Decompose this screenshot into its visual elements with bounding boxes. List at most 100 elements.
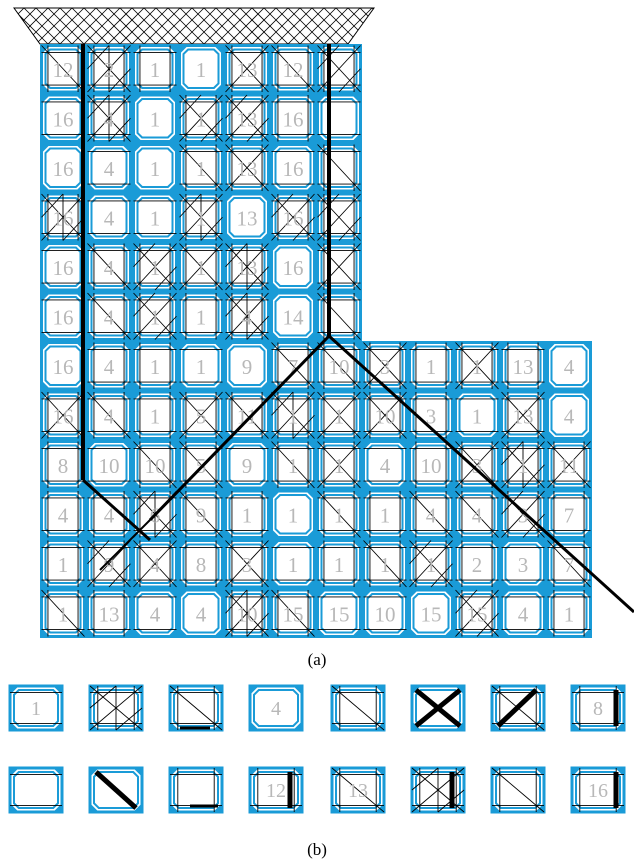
tile-number: 10 (99, 454, 120, 478)
tile-number: 4 (242, 305, 253, 329)
tile-number: 8 (58, 454, 69, 478)
grid-cell-r0-c2: 1 (134, 46, 177, 93)
grid-cell-r0-c4: 13 (226, 46, 269, 93)
tile-number: 1 (472, 355, 483, 379)
tile-number: 1 (196, 256, 207, 280)
tile-number: 15 (283, 602, 304, 626)
tile-number: 11 (237, 404, 257, 428)
grid-cell-r6-c8: 1 (410, 343, 453, 390)
grid-cell-r0-c5: 12 (272, 46, 315, 93)
grid-cell-r9-c8: 4 (410, 491, 453, 538)
tile-number: 5 (196, 404, 207, 428)
grid-cell-r8-c7: 4 (364, 442, 407, 489)
tile-number: 1 (150, 206, 161, 230)
grid-cell-r10-c9: 2 (456, 541, 499, 588)
grid-cell-r5-c0: 16 (42, 293, 85, 340)
tile-number: 4 (104, 256, 115, 280)
tile-number: 14 (283, 305, 305, 329)
tile-number: 9 (242, 454, 253, 478)
tile-number: 1 (564, 602, 575, 626)
grid-cell-r7-c5: 1 (272, 392, 315, 439)
tile-number: 1 (242, 503, 253, 527)
grid-cell-r11-c5: 15 (272, 590, 315, 637)
tile-number: 16 (283, 206, 304, 230)
tile-number: 4 (196, 602, 207, 626)
tile-number: 15 (329, 602, 350, 626)
grid-cell-r6-c7: 3 (364, 343, 407, 390)
grid-cell-r10-c2: 4 (134, 541, 177, 588)
tile-number: 1 (196, 355, 207, 379)
tile-number: 4 (104, 107, 115, 131)
grid-cell-r4-c4: 13 (226, 244, 269, 291)
grid-cell-r6-c6: 10 (318, 343, 361, 390)
grid-cell-r8-c10: 1 (502, 442, 545, 489)
tile-number: 1 (334, 454, 345, 478)
tile-number: 16 (588, 780, 608, 802)
grid-cell-r11-c10: 4 (502, 590, 545, 637)
tile-number: 12 (53, 58, 74, 82)
grid-cell-r6-c0: 16 (42, 343, 85, 390)
tile-number: 1 (334, 553, 345, 577)
tile-number: 4 (58, 503, 69, 527)
grid-cell-r6-c9: 1 (456, 343, 499, 390)
grid-cell-r2-c0: 16 (42, 145, 85, 192)
tile-number: 1 (150, 107, 161, 131)
grid-cell-r7-c0: 16 (42, 392, 85, 439)
grid-cell-r7-c3: 5 (180, 392, 223, 439)
grid-cell-r5-c6 (318, 293, 361, 340)
tile-number: 1 (426, 553, 437, 577)
grid-cell-r4-c5: 16 (272, 244, 315, 291)
tile-number: 16 (53, 355, 74, 379)
grid-cell-r3-c6 (318, 194, 361, 241)
tile-number: 1 (334, 404, 345, 428)
grid-cell-r1-c4: 13 (226, 95, 269, 142)
grid-cell-r3-c5: 16 (272, 194, 315, 241)
tile-number: 1 (150, 355, 161, 379)
grid-cell-r2-c5: 16 (272, 145, 315, 192)
grid-cell-r11-c2: 4 (134, 590, 177, 637)
grid-cell-r4-c2: 1 (134, 244, 177, 291)
tile-number: 13 (513, 355, 534, 379)
grid-cell-r6-c4: 9 (226, 343, 269, 390)
tile-number: 10 (375, 602, 396, 626)
tile-number: 13 (348, 780, 368, 802)
crosshatched-funnel (0, 8, 444, 44)
grid-cell-r11-c6: 15 (318, 590, 361, 637)
tile-13: 13 (332, 768, 384, 812)
tile-number: 1 (196, 206, 207, 230)
tile-number: 16 (283, 256, 304, 280)
grid-cell-r5-c4: 4 (226, 293, 269, 340)
grid-cell-r1-c3: 1 (180, 95, 223, 142)
tile-number: 16 (53, 305, 74, 329)
grid-cell-r11-c7: 10 (364, 590, 407, 637)
tile-number: 1 (196, 107, 207, 131)
tile-number: 3 (518, 553, 529, 577)
tile-number: 1 (426, 355, 437, 379)
grid-cell-r9-c9: 4 (456, 491, 499, 538)
grid-cell-r7-c9: 1 (456, 392, 499, 439)
grid-cell-r10-c0: 1 (42, 541, 85, 588)
grid-cell-r0-c0: 12 (42, 46, 85, 93)
tile-number: 16 (283, 107, 304, 131)
tile-number: 16 (53, 107, 74, 131)
tile-number: 16 (283, 157, 304, 181)
grid-cell-r2-c4: 13 (226, 145, 269, 192)
grid-cell-r8-c9: 3 (456, 442, 499, 489)
tile-number: 12 (266, 780, 286, 802)
tile-number: 4 (472, 503, 483, 527)
tile-number: 9 (196, 503, 207, 527)
grid-cell-r4-c0: 16 (42, 244, 85, 291)
grid-cell-r4-c3: 1 (180, 244, 223, 291)
tile-number: 7 (564, 503, 575, 527)
grid-cell-r10-c8: 1 (410, 541, 453, 588)
grid-cell-r11-c9: 15 (456, 590, 499, 637)
grid-cell-r3-c2: 1 (134, 194, 177, 241)
grid-cell-r7-c1: 4 (88, 392, 131, 439)
tile-number: 16 (53, 256, 74, 280)
grid-cell-r9-c0: 4 (42, 491, 85, 538)
grid-cell-r3-c3: 1 (180, 194, 223, 241)
tile-number: 10 (237, 602, 258, 626)
grid-cell-r9-c4: 1 (226, 491, 269, 538)
tile-number: 1 (150, 58, 161, 82)
grid-cell-r6-c1: 4 (88, 343, 131, 390)
